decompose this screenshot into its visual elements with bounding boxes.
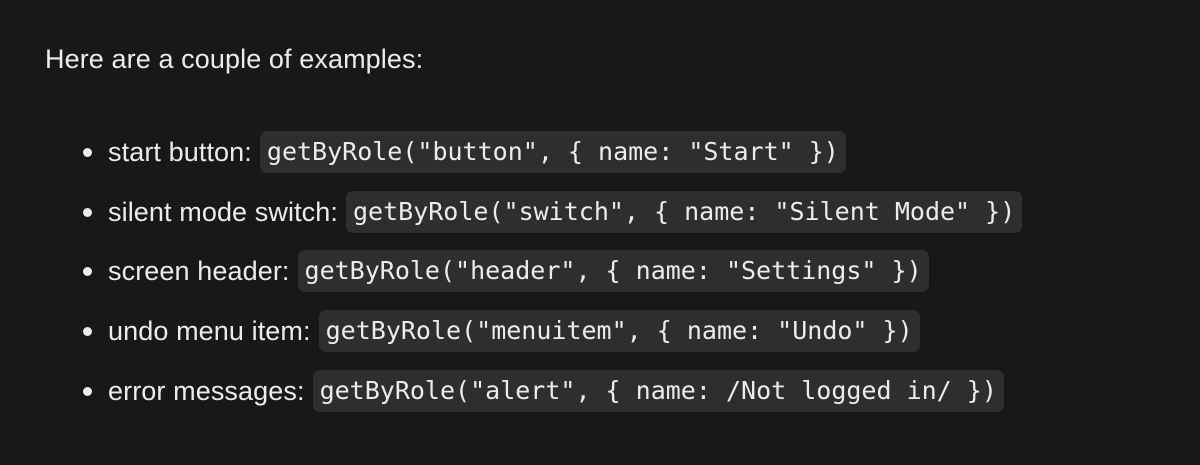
bullet-icon [83, 386, 92, 396]
intro-text: Here are a couple of examples: [45, 44, 424, 74]
example-code: getByRole("button", { name: "Start" }) [259, 131, 846, 173]
list-item: error messages: getByRole("alert", { nam… [80, 369, 1004, 413]
example-label: start button: [108, 137, 252, 167]
list-item: screen header: getByRole("header", { nam… [80, 249, 929, 293]
example-code: getByRole("header", { name: "Settings" }… [297, 250, 929, 292]
bullet-icon [83, 266, 92, 276]
bullet-icon [83, 326, 92, 336]
example-label: silent mode switch: [108, 197, 338, 227]
example-code: getByRole("switch", { name: "Silent Mode… [346, 191, 1023, 233]
list-item: start button: getByRole("button", { name… [80, 130, 846, 174]
list-item: undo menu item: getByRole("menuitem", { … [80, 309, 920, 353]
example-code: getByRole("alert", { name: /Not logged i… [312, 370, 1004, 412]
example-label: error messages: [108, 376, 305, 406]
example-label: screen header: [108, 256, 290, 286]
list-item: silent mode switch: getByRole("switch", … [80, 190, 1023, 234]
example-code: getByRole("menuitem", { name: "Undo" }) [318, 310, 920, 352]
bullet-icon [83, 207, 92, 217]
bullet-icon [83, 147, 92, 157]
example-label: undo menu item: [108, 316, 311, 346]
